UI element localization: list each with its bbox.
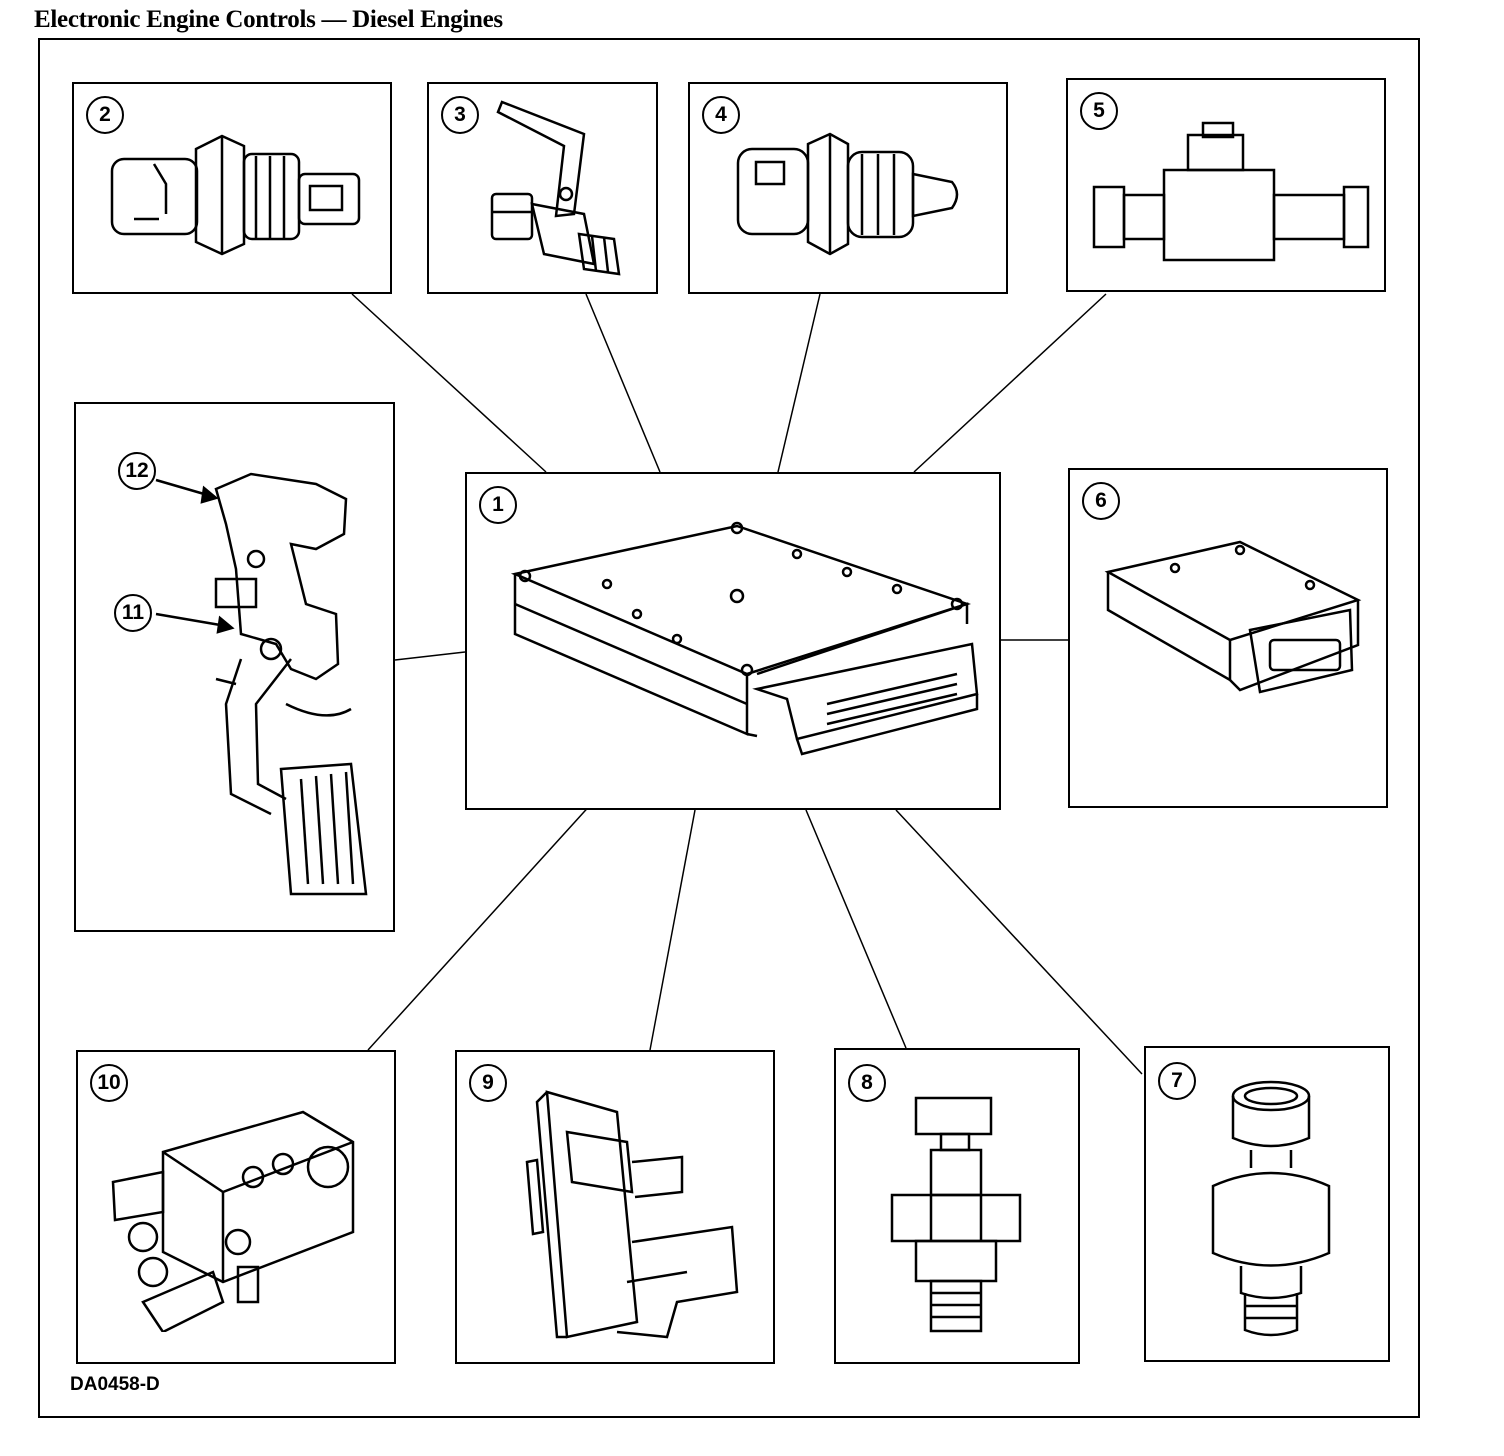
component-box-1: 1 (465, 472, 1001, 810)
callout-4: 4 (702, 96, 740, 134)
driver-module-icon (1104, 540, 1362, 694)
callout-2: 2 (86, 96, 124, 134)
component-box-6: 6 (1068, 468, 1388, 808)
connector-7 (895, 809, 1143, 1075)
control-valve-icon (111, 1110, 355, 1332)
component-box-11-12: 12 11 (74, 402, 395, 932)
component-box-10: 10 (76, 1050, 396, 1364)
component-box-2: 2 (72, 82, 392, 294)
callout-1: 1 (479, 486, 517, 524)
callout-7: 7 (1158, 1062, 1196, 1100)
diagram-frame (38, 38, 1420, 1418)
temperature-sensor-icon (110, 134, 361, 256)
callout-9: 9 (469, 1064, 507, 1102)
component-box-7: 7 (1144, 1046, 1390, 1362)
callout-8: 8 (848, 1064, 886, 1102)
callout-5: 5 (1080, 92, 1118, 130)
component-box-4: 4 (688, 82, 1008, 294)
connector-2 (351, 293, 547, 473)
connector-5 (913, 293, 1107, 473)
component-box-8: 8 (834, 1048, 1080, 1364)
callout-3: 3 (441, 96, 479, 134)
connector-8 (805, 809, 907, 1049)
connector-3 (585, 293, 661, 473)
component-box-5: 5 (1066, 78, 1386, 292)
figure-code: DA0458-D (70, 1374, 160, 1395)
callout-10: 10 (90, 1064, 128, 1102)
pedal-position-sensor-icon (155, 472, 368, 896)
callout-12: 12 (118, 452, 156, 490)
control-module-icon (510, 521, 979, 756)
connector-4 (777, 293, 821, 473)
coolant-temperature-sensor-icon (736, 132, 959, 256)
pressure-sensor-icon (890, 1096, 1022, 1333)
callout-6: 6 (1082, 482, 1120, 520)
inline-valve-icon (1092, 121, 1370, 262)
camshaft-position-sensor-icon (490, 100, 621, 276)
pressure-sensor-icon (525, 1090, 739, 1339)
component-box-3: 3 (427, 82, 658, 294)
diagram-title: Electronic Engine Controls — Diesel Engi… (34, 6, 503, 33)
component-box-9: 9 (455, 1050, 775, 1364)
callout-11: 11 (114, 594, 152, 632)
pressure-sensor-icon (1211, 1080, 1331, 1337)
connector-9 (649, 809, 696, 1051)
connector-11-12 (394, 651, 466, 661)
